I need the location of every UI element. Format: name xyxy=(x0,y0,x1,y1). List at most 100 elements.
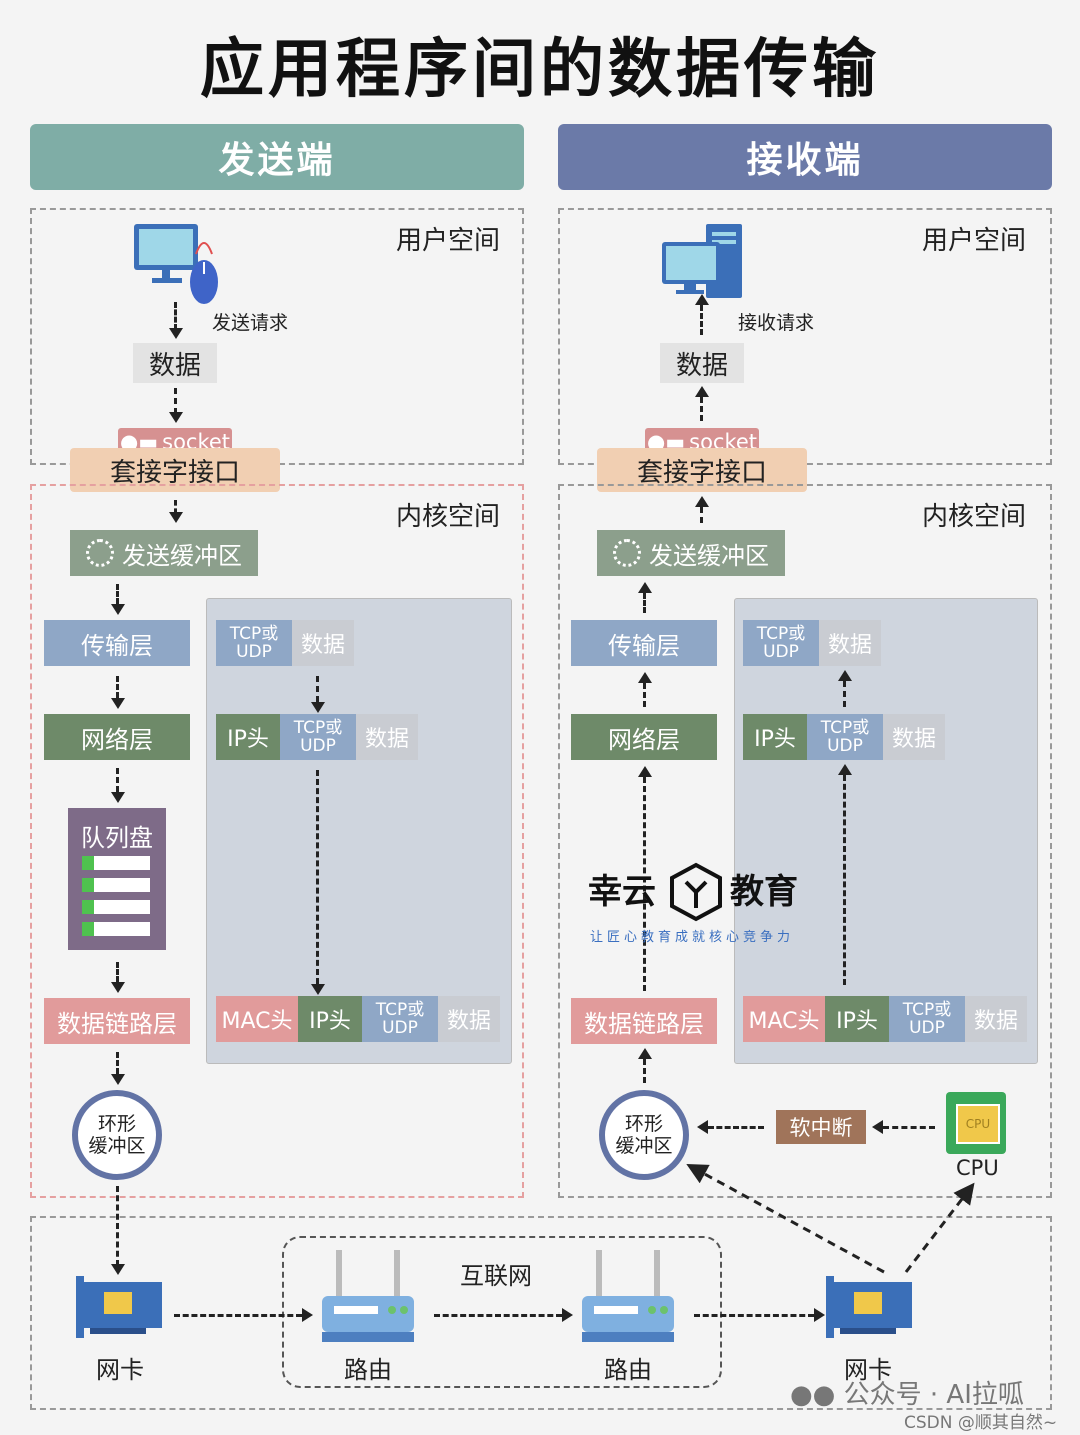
tcp-udp-header: TCP或 UDP xyxy=(889,996,965,1042)
receiver-kernel-space-label: 内核空间 xyxy=(922,502,1027,532)
arrow-up-icon xyxy=(638,582,652,593)
sender-kernel-space-label: 内核空间 xyxy=(396,502,501,532)
flow-line xyxy=(316,770,319,984)
flow-line xyxy=(700,305,703,335)
flow-line xyxy=(116,676,119,698)
arrow-up-icon xyxy=(838,670,852,681)
brand-name-2: 教育 xyxy=(730,872,798,912)
cpu-label: CPU xyxy=(956,1156,999,1180)
receiver-kernel-space xyxy=(558,484,1052,1198)
sender-nic-label: 网卡 xyxy=(96,1356,144,1384)
gear-icon xyxy=(86,539,114,567)
tcp-udp-header: TCP或 UDP xyxy=(743,620,819,666)
brand-logo-icon xyxy=(668,862,724,926)
network-card-icon xyxy=(76,1276,164,1342)
router-icon xyxy=(318,1250,418,1350)
flow-line xyxy=(116,1186,119,1266)
sender-user-space-label: 用户空间 xyxy=(396,226,501,256)
internet-label: 互联网 xyxy=(460,1262,532,1290)
flow-line xyxy=(434,1314,562,1317)
ip-header: IP头 xyxy=(743,714,807,760)
network-layer: 网络层 xyxy=(571,714,717,760)
wechat-icon: ●● xyxy=(790,1380,836,1410)
ring-buffer: 环形 缓冲区 xyxy=(599,1090,689,1180)
computer-mouse-icon xyxy=(132,222,232,312)
arrow-left-icon xyxy=(697,1120,708,1134)
arrow-down-icon xyxy=(111,604,125,615)
csdn-watermark: CSDN @顺其自然~ xyxy=(904,1413,1058,1433)
queue-slot xyxy=(82,878,150,892)
router1-label: 路由 xyxy=(344,1356,392,1384)
queue-slot xyxy=(82,856,150,870)
arrow-up-icon xyxy=(695,294,709,305)
arrow-up-icon xyxy=(638,1048,652,1059)
cpu-chip-label: CPU xyxy=(956,1104,1000,1144)
tcp-udp-header: TCP或 UDP xyxy=(362,996,438,1042)
queue-disk-label: 队列盘 xyxy=(81,824,153,852)
arrow-down-icon xyxy=(311,702,325,713)
flow-line xyxy=(643,683,646,707)
sender-kernel-space xyxy=(30,484,524,1198)
nic-to-cpu-arrow xyxy=(904,1182,975,1273)
flow-line xyxy=(116,584,119,604)
flow-line xyxy=(116,1052,119,1074)
nic-to-ring-arrow xyxy=(686,1163,885,1274)
brand-slogan: 让匠心教育成就核心竞争力 xyxy=(590,930,795,945)
payload-cell: 数据 xyxy=(292,620,354,666)
queue-slot xyxy=(82,900,150,914)
queue-slot xyxy=(82,922,150,936)
arrow-right-icon xyxy=(302,1308,313,1322)
flow-line xyxy=(843,775,846,985)
sender-packet-panel xyxy=(206,598,512,1064)
arrow-up-icon xyxy=(695,496,709,507)
cpu-chip-icon: CPU xyxy=(946,1092,1006,1154)
network-card-icon xyxy=(826,1276,914,1342)
flow-line xyxy=(174,302,177,330)
tcp-udp-header: TCP或 UDP xyxy=(216,620,292,666)
payload-cell: 数据 xyxy=(356,714,418,760)
network-layer: 网络层 xyxy=(44,714,190,760)
arrow-down-icon xyxy=(169,512,183,523)
flow-line xyxy=(700,507,703,523)
arrow-down-icon xyxy=(111,1074,125,1085)
gear-icon xyxy=(613,539,641,567)
send-request-label: 发送请求 xyxy=(212,312,289,334)
ip-header: IP头 xyxy=(825,996,889,1042)
receiver-header: 接收端 xyxy=(558,124,1052,190)
arrow-right-icon xyxy=(814,1308,825,1322)
flow-line xyxy=(700,397,703,421)
user-data-box: 数据 xyxy=(133,343,217,383)
flow-line xyxy=(643,1059,646,1083)
arrow-down-icon xyxy=(111,792,125,803)
flow-line xyxy=(116,768,119,792)
flow-line xyxy=(174,388,177,414)
flow-line xyxy=(708,1126,764,1129)
arrow-left-icon xyxy=(872,1120,883,1134)
arrow-down-icon xyxy=(169,328,183,339)
arrow-down-icon xyxy=(111,698,125,709)
mac-header: MAC头 xyxy=(743,996,825,1042)
ip-header: IP头 xyxy=(216,714,280,760)
ring-buffer: 环形 缓冲区 xyxy=(72,1090,162,1180)
payload-cell: 数据 xyxy=(819,620,881,666)
ip-header: IP头 xyxy=(298,996,362,1042)
receive-request-label: 接收请求 xyxy=(738,312,815,334)
flow-line xyxy=(843,681,846,707)
arrow-down-icon xyxy=(111,1264,125,1275)
soft-interrupt: 软中断 xyxy=(776,1110,866,1144)
page-title: 应用程序间的数据传输 xyxy=(200,33,880,107)
router2-label: 路由 xyxy=(604,1356,652,1384)
receiver-user-space-label: 用户空间 xyxy=(922,226,1027,256)
receive-buffer: 发送缓冲区 xyxy=(597,530,785,576)
router-icon xyxy=(578,1250,678,1350)
desktop-computer-icon xyxy=(660,222,750,306)
flow-line xyxy=(694,1314,814,1317)
user-data-box: 数据 xyxy=(660,343,744,383)
internet-cloud xyxy=(282,1236,722,1388)
payload-cell: 数据 xyxy=(965,996,1027,1042)
arrow-down-icon xyxy=(311,984,325,995)
transport-layer: 传输层 xyxy=(44,620,190,666)
physical-network-area xyxy=(30,1216,1052,1410)
mac-header: MAC头 xyxy=(216,996,298,1042)
